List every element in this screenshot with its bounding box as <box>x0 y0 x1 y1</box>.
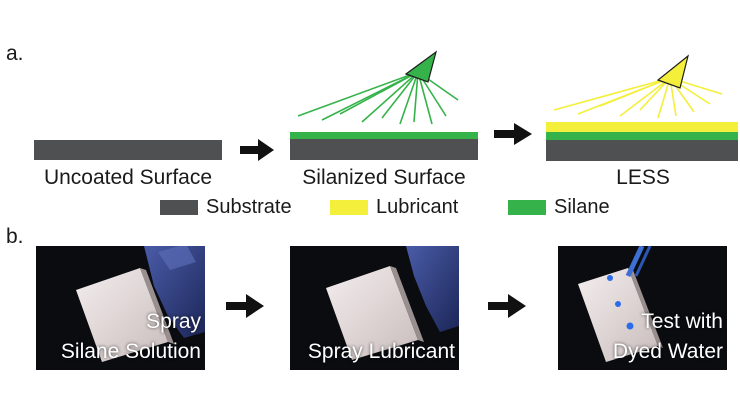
photo-spray-silane: Spray Silane Solution <box>36 246 205 370</box>
photo-text-test-with: Test with <box>641 310 723 333</box>
legend-item-substrate: Substrate <box>160 196 292 218</box>
legend-item-silane: Silane <box>508 196 610 218</box>
silane-spray-lines <box>297 71 459 125</box>
less-lubricant-layer <box>546 122 738 132</box>
photo-test-dyed-water-image <box>558 246 727 370</box>
arrow-b2 <box>488 294 526 318</box>
uncoated-substrate <box>34 140 222 160</box>
photo-test-dyed-water: Test with Dyed Water <box>558 246 727 370</box>
arrow-b1 <box>226 294 264 318</box>
arrow-a1 <box>240 139 274 161</box>
legend-label-lubricant: Lubricant <box>376 195 459 218</box>
lubricant-spray-lines <box>553 77 723 119</box>
less-substrate <box>546 140 738 161</box>
photo-text-spray-lubricant: Spray Lubricant <box>307 340 455 363</box>
panel-a-label: a. <box>6 42 24 65</box>
legend-swatch-silane <box>508 199 546 215</box>
silanized-substrate <box>290 139 478 160</box>
photo-text-silane-solution: Silane Solution <box>60 340 201 363</box>
photo-spray-silane-image <box>36 246 205 370</box>
legend-swatch-substrate <box>160 199 198 215</box>
caption-less: LESS <box>616 166 670 189</box>
photo-text-dyed-water: Dyed Water <box>612 340 723 363</box>
arrow-a2 <box>494 123 532 145</box>
legend-label-substrate: Substrate <box>206 195 292 218</box>
panel-b-label: b. <box>6 225 24 248</box>
silane-nozzle-icon <box>404 50 438 83</box>
legend-swatch-lubricant <box>330 199 368 215</box>
less-silane-layer <box>546 132 738 140</box>
photo-spray-lubricant-image <box>290 246 459 370</box>
caption-uncoated-surface: Uncoated Surface <box>43 166 213 189</box>
panel-a-schematic <box>34 50 738 161</box>
photo-spray-lubricant: Spray Lubricant <box>290 246 459 370</box>
silane-layer <box>290 132 478 139</box>
legend-item-lubricant: Lubricant <box>330 196 458 218</box>
legend-label-silane: Silane <box>554 195 610 218</box>
lubricant-nozzle-icon <box>656 54 690 89</box>
photo-text-spray: Spray <box>146 310 201 333</box>
caption-silanized-surface: Silanized Surface <box>302 166 466 189</box>
